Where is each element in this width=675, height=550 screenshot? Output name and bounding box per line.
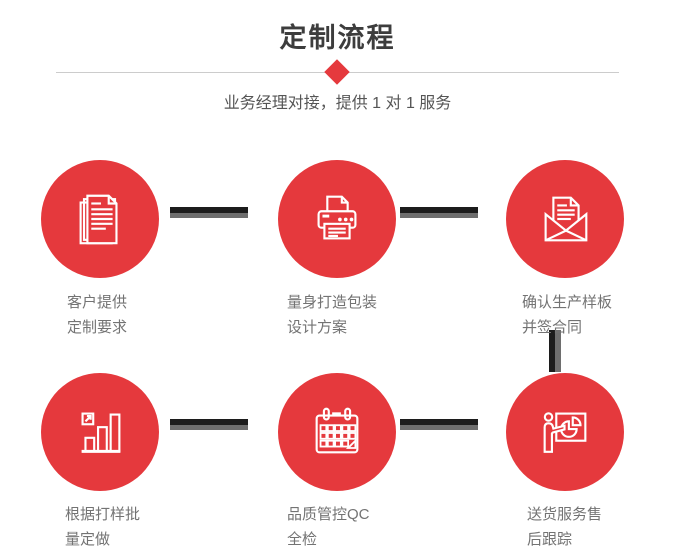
step-label-4: 根据打样批 量定做 [65,502,140,550]
connector-horizontal [400,207,478,218]
step-label-line: 根据打样批 [65,506,141,523]
step-label-line: 客户提供 [67,294,128,311]
step-label-1: 客户提供 定制要求 [67,290,127,340]
step-label-line: 后跟踪 [527,531,573,548]
connector-horizontal [170,419,248,430]
step-label-line: 设计方案 [287,319,348,336]
step-circle-4 [41,373,159,491]
step-label-3: 确认生产样板 并签合同 [522,290,612,340]
step-label-line: 量身打造包装 [287,294,378,311]
step-circle-1 [41,160,159,278]
presentation-icon [543,412,587,453]
step-circle-3 [506,160,624,278]
step-label-2: 量身打造包装 设计方案 [287,290,377,340]
envelope-letter-icon [544,196,588,242]
step-label-line: 并签合同 [522,319,583,336]
step-label-line: 定制要求 [67,319,128,336]
printer-icon [317,195,357,240]
bar-chart-icon [81,412,121,453]
page-title: 定制流程 [279,23,396,53]
step-label-line: 确认生产样板 [522,294,613,311]
step-label-line: 量定做 [65,531,111,548]
calendar-icon [315,407,359,454]
connector-horizontal [170,207,248,218]
stacked-documents-icon [79,194,118,245]
step-label-5: 品质管控QC 全检 [287,502,370,550]
connector-vertical [549,330,561,372]
step-label-6: 送货服务售 后跟踪 [527,502,602,550]
step-label-line: 全检 [287,531,318,548]
connector-horizontal [400,419,478,430]
step-circle-2 [278,160,396,278]
step-label-line: 送货服务售 [527,506,603,523]
step-label-line: 品质管控QC [287,506,370,523]
subtitle: 业务经理对接，提供 1 对 1 服务 [223,95,452,112]
diamond-marker [324,59,350,85]
step-circle-6 [506,373,624,491]
step-circle-5 [278,373,396,491]
